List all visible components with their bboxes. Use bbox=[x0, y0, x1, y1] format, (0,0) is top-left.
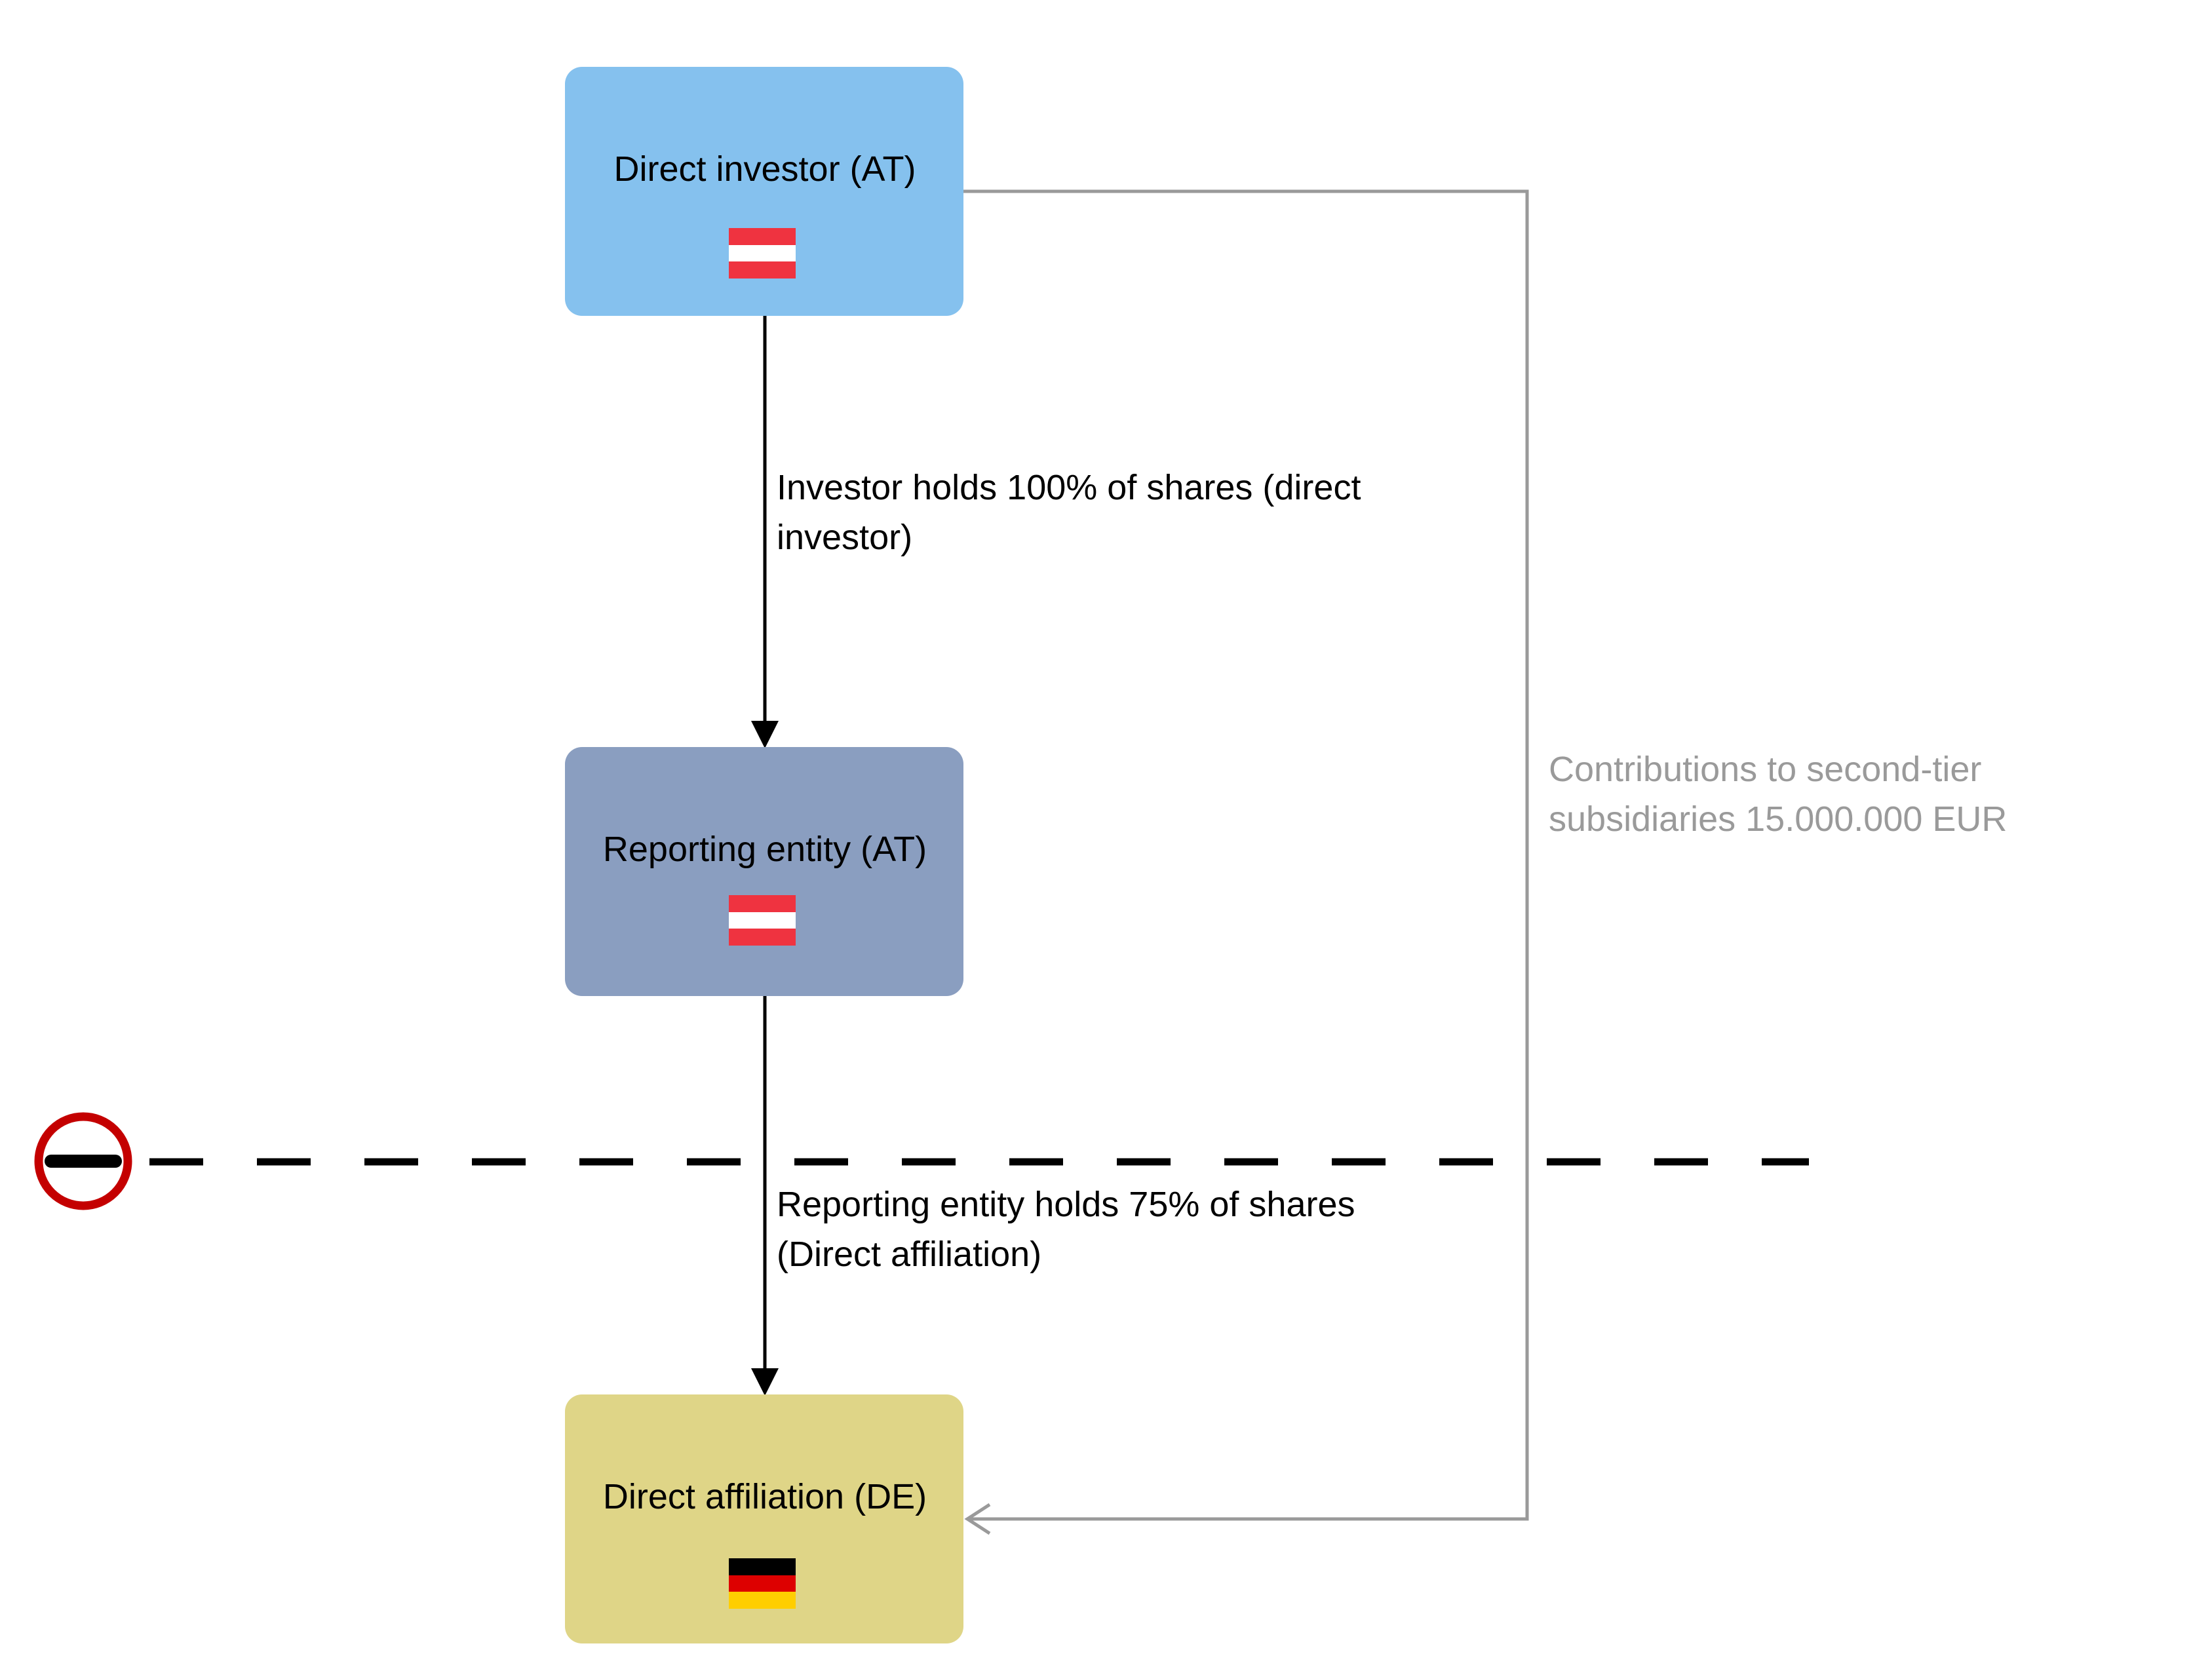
contributions-connector bbox=[963, 189, 1529, 1535]
edge-reporting-to-affiliation bbox=[751, 996, 779, 1396]
node-direct-investor[interactable]: Direct investor (AT) bbox=[565, 67, 963, 316]
node-label: Direct investor (AT) bbox=[613, 149, 916, 189]
edge-label-investor-line2: investor) bbox=[777, 518, 912, 557]
edge-investor-to-reporting bbox=[751, 316, 779, 748]
contributions-label-line2: subsidiaries 15.000.000 EUR bbox=[1549, 799, 2007, 839]
edge-label-reporting-line2: (Direct affiliation) bbox=[777, 1235, 1041, 1274]
node-label: Reporting entity (AT) bbox=[603, 830, 927, 869]
node-direct-affiliation[interactable]: Direct affiliation (DE) bbox=[565, 1394, 963, 1643]
austria-flag-icon bbox=[729, 895, 796, 946]
arrowhead bbox=[751, 1368, 779, 1396]
node-reporting-entity[interactable]: Reporting entity (AT) bbox=[565, 747, 963, 996]
arrowhead bbox=[751, 721, 779, 748]
edge-label-reporting-line1: Reporting entity holds 75% of shares bbox=[777, 1185, 1355, 1224]
germany-flag-icon bbox=[729, 1558, 796, 1609]
contributions-arrowhead bbox=[964, 1503, 991, 1535]
edge-label-investor-line1: Investor holds 100% of shares (direct bbox=[777, 468, 1361, 507]
contributions-label-line1: Contributions to second-tier bbox=[1549, 750, 1981, 789]
no-entry-icon bbox=[34, 1112, 132, 1210]
node-label: Direct affiliation (DE) bbox=[603, 1477, 927, 1516]
austria-flag-icon bbox=[729, 228, 796, 278]
